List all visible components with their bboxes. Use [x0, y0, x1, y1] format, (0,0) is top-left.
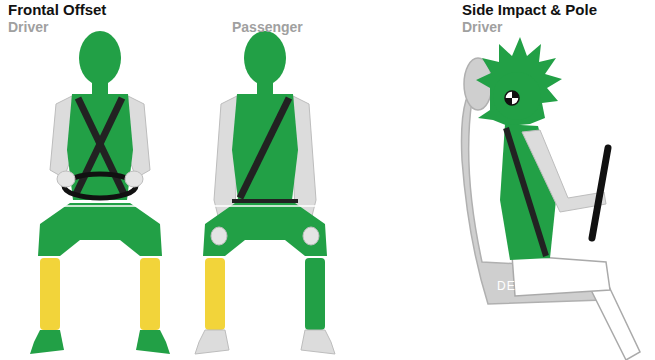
seat-position: Passenger: [232, 20, 303, 35]
dummy-torso: [232, 94, 298, 200]
dummy-arm: [522, 130, 606, 212]
driver-dummy: [30, 31, 170, 354]
target-symbol: [505, 91, 519, 105]
dummy-hand: [57, 171, 75, 187]
dummy-pelvis: [203, 203, 327, 256]
dummy-hand: [211, 227, 227, 245]
side-impact-dummy: [462, 37, 641, 360]
passenger-dummy: [195, 31, 335, 354]
dummy-foot: [195, 330, 229, 354]
dummy-lower-leg: [40, 258, 60, 330]
dummy-waistline: [40, 205, 160, 207]
dummy-foot: [136, 330, 170, 354]
seat-belt: [76, 98, 122, 194]
dummy-torso: [67, 94, 133, 200]
dummy-foot: [301, 330, 335, 354]
dummy-foot: [30, 330, 64, 354]
dummy-lower-leg: [140, 258, 160, 330]
dummy-head: [79, 31, 121, 85]
target-symbol: [505, 91, 519, 105]
seat-position: Driver: [462, 20, 502, 35]
dummy-hand: [303, 227, 319, 245]
dummy-head: [493, 72, 541, 120]
dummy-lower-leg: [205, 258, 225, 330]
dummy-hand: [125, 171, 143, 187]
spiky-head: [476, 37, 562, 126]
dummy-lower-leg: [305, 258, 325, 330]
dummy-head: [244, 31, 286, 85]
section-heading: Side Impact & Pole: [462, 2, 597, 19]
seat-position: Driver: [8, 20, 48, 35]
steering-wheel: [592, 148, 608, 238]
lap-belt: [232, 199, 298, 203]
section-heading: Frontal Offset: [8, 2, 106, 19]
seat-belt: [240, 98, 289, 198]
dummy-waistline: [205, 205, 325, 207]
dummy-neck: [92, 80, 108, 96]
dummy-pelvis: [38, 203, 162, 256]
seat-label: DEFAULT: [497, 280, 557, 293]
dummy-neck: [257, 80, 273, 96]
seat-belt: [506, 128, 546, 256]
